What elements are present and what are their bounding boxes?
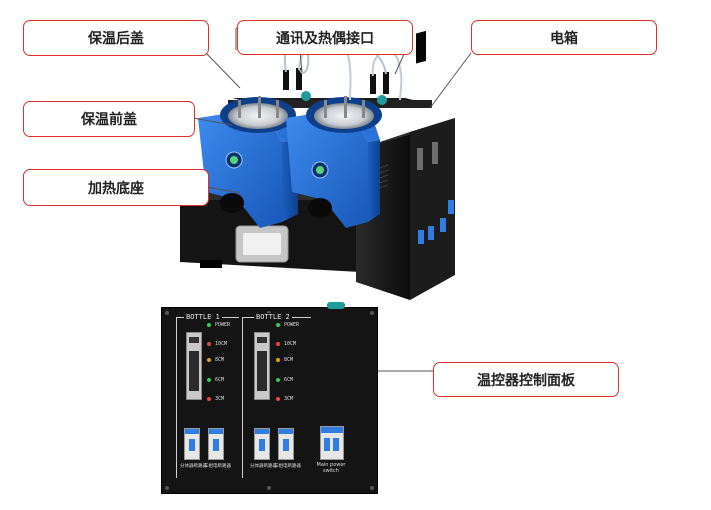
callout-comm-port: 通讯及热偶接口	[237, 20, 413, 55]
led-indicator	[276, 378, 280, 382]
bottle1-temp-controller[interactable]	[186, 332, 202, 400]
bottle2-breaker-1-label: 分体器断路器	[250, 464, 277, 469]
main-power-switch-label-line1: Main power	[316, 462, 346, 468]
led-label: 10CM	[284, 341, 297, 347]
callout-controller-panel-text: 温控器控制面板	[477, 372, 575, 389]
led-label: 10CM	[215, 341, 228, 347]
led-label: 6CM	[284, 377, 294, 383]
screw	[267, 486, 271, 490]
callout-comm-port-text: 通讯及热偶接口	[276, 30, 374, 47]
bottle2-temp-controller[interactable]	[254, 332, 270, 400]
led-label: 8CM	[215, 357, 225, 363]
bottle1-breaker-2-label: 三相电断路器	[204, 464, 231, 469]
bottle1-breaker-1-label: 分体器断路器	[180, 464, 207, 469]
callout-electric-box-text: 电箱	[550, 30, 578, 47]
led-label: 3CM	[284, 396, 294, 402]
callout-front-lid-text: 保温前盖	[81, 112, 137, 128]
bottle2-breaker-2-label: 三相电断路器	[274, 464, 301, 469]
main-power-switch[interactable]	[320, 426, 344, 460]
top-handle	[327, 302, 345, 309]
led-indicator	[207, 378, 211, 382]
screw	[165, 311, 169, 315]
device-illustration	[180, 30, 455, 300]
led-indicator	[276, 397, 280, 401]
led-indicator	[207, 358, 211, 362]
led-indicator	[276, 323, 280, 327]
screw	[370, 311, 374, 315]
callout-front-lid: 保温前盖	[23, 101, 195, 137]
screw	[165, 486, 169, 490]
callout-heating-base: 加热底座	[23, 169, 209, 206]
bottle2-title: BOTTLE 2	[254, 313, 292, 321]
led-indicator	[276, 342, 280, 346]
screw	[370, 486, 374, 490]
bottle2-breaker-1[interactable]	[254, 428, 270, 460]
led-indicator	[207, 397, 211, 401]
led-label: 6CM	[215, 377, 225, 383]
led-label: POWER	[215, 322, 231, 328]
callout-controller-panel: 温控器控制面板	[433, 362, 619, 397]
callout-electric-box: 电箱	[471, 20, 657, 55]
led-indicator	[276, 358, 280, 362]
led-label: POWER	[284, 322, 300, 328]
control-panel: BOTTLE 1 BOTTLE 2 POWER 10CM 8CM 6CM 3CM…	[161, 302, 378, 494]
led-label: 8CM	[284, 357, 294, 363]
bottle1-title: BOTTLE 1	[184, 313, 222, 321]
callout-rear-lid: 保温后盖	[23, 20, 209, 56]
callout-heating-base-text: 加热底座	[88, 180, 144, 197]
main-power-switch-label-line2: switch	[323, 468, 339, 474]
bottle2-breaker-2[interactable]	[278, 428, 294, 460]
led-indicator	[207, 323, 211, 327]
front-lid-left	[198, 108, 282, 228]
bottle1-breaker-2[interactable]	[208, 428, 224, 460]
callout-rear-lid-text: 保温后盖	[88, 31, 144, 47]
led-label: 3CM	[215, 396, 225, 402]
led-indicator	[207, 342, 211, 346]
bottle1-breaker-1[interactable]	[184, 428, 200, 460]
